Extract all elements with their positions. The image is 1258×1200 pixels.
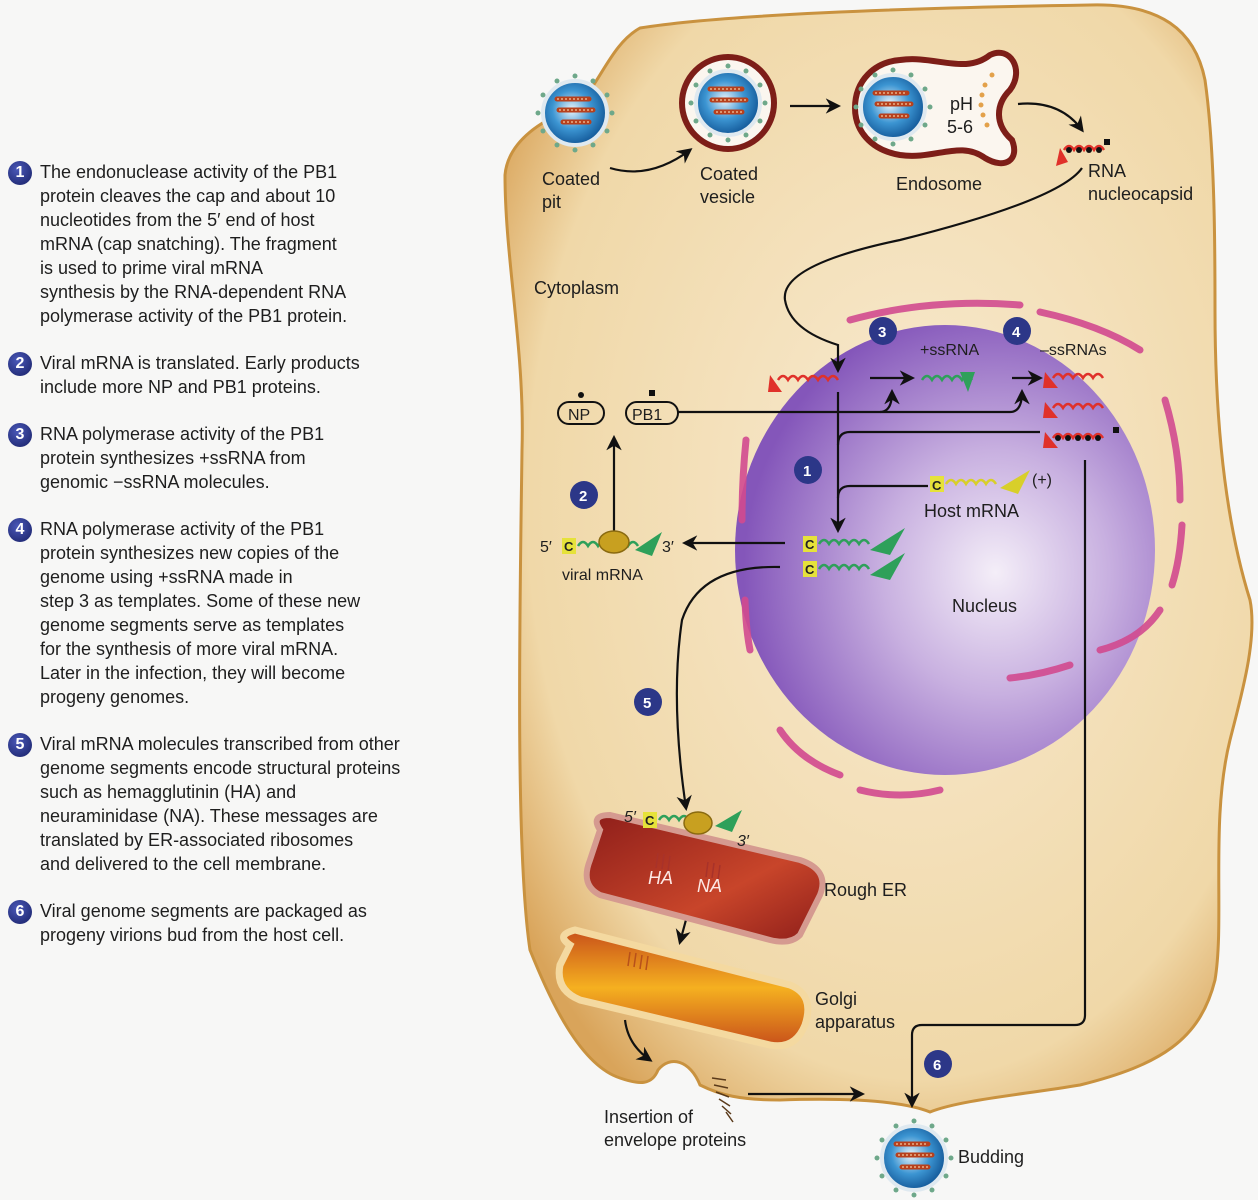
label-rna: RNA: [1088, 161, 1126, 181]
step-description: RNA polymerase activity of the PB1 prote…: [40, 519, 361, 707]
step-item: 1 The endonuclease activity of the PB1 pr…: [6, 160, 476, 328]
pb1-protein: PB1: [625, 390, 679, 425]
rough-er: HA NA: [583, 811, 826, 945]
step-legend: 1 The endonuclease activity of the PB1 pr…: [6, 160, 476, 970]
label-minus-ssrnas: –ssRNAs: [1040, 342, 1107, 359]
diagram-badge-1: 1: [794, 456, 822, 484]
step-description: Viral genome segments are packaged as pr…: [40, 901, 367, 945]
er-bound-mrna: C: [643, 810, 742, 835]
label-five-prime: 5′: [540, 539, 552, 556]
svg-text:5: 5: [643, 695, 651, 712]
step-number-badge: 1: [8, 161, 32, 185]
ribosome-icon: [598, 530, 630, 554]
svg-text:6: 6: [933, 1057, 941, 1074]
svg-text:NP: NP: [568, 407, 590, 424]
svg-text:PB1: PB1: [632, 407, 662, 424]
label-coated-vesicle-1: Coated: [700, 164, 758, 184]
label-er-five-prime: 5′: [624, 809, 637, 826]
svg-text:1: 1: [803, 463, 811, 480]
label-insertion-1: Insertion of: [604, 1107, 694, 1127]
label-viral-mrna: viral mRNA: [562, 567, 643, 584]
nucleus: [735, 325, 1155, 775]
svg-text:2: 2: [579, 488, 587, 505]
step-number-badge: 2: [8, 352, 32, 376]
step-description: The endonuclease activity of the PB1 pro…: [40, 162, 348, 326]
arrow-pit-to-vesicle: [609, 148, 693, 173]
minus-ssrna-template: [768, 374, 840, 392]
label-er-three-prime: 3′: [737, 833, 750, 850]
endosome-icon: [854, 49, 1019, 167]
svg-text:C: C: [645, 813, 655, 828]
label-nucleus: Nucleus: [952, 596, 1017, 616]
svg-text:NA: NA: [697, 876, 722, 896]
step-description: Viral mRNA is translated. Early products…: [40, 353, 360, 397]
arrow-nucleocapsid-to-nucleus: [783, 167, 1083, 374]
label-endosome: Endosome: [896, 174, 982, 194]
label-coated-vesicle-2: vesicle: [700, 187, 755, 207]
svg-text:C: C: [932, 478, 942, 493]
rna-nucleocapsid-icon: [1056, 139, 1110, 166]
label-host-mrna: Host mRNA: [924, 501, 1019, 521]
step-number-badge: 5: [8, 733, 32, 757]
host-mrna: C: [930, 470, 1030, 494]
svg-text:C: C: [564, 539, 574, 554]
step-description: RNA polymerase activity of the PB1 prote…: [40, 424, 325, 492]
svg-text:3: 3: [878, 324, 886, 341]
nuclear-envelope: [738, 299, 1186, 799]
label-plus-ssrna: +ssRNA: [920, 342, 979, 359]
envelope-protein-insertion: [711, 1077, 734, 1123]
label-three-prime: 3′: [662, 539, 674, 556]
diagram-badge-2: 2: [570, 481, 598, 509]
np-protein: NP: [557, 392, 605, 425]
step-item: 3 RNA polymerase activity of the PB1 prot…: [6, 422, 476, 494]
diagram-badge-4: 4: [1003, 317, 1031, 345]
label-insertion-2: envelope proteins: [604, 1130, 746, 1150]
label-rough-er: Rough ER: [824, 880, 907, 900]
line-genome-to-step1: [836, 430, 1040, 446]
step-description: Viral mRNA molecules transcribed from ot…: [40, 734, 401, 874]
step-number-badge: 3: [8, 423, 32, 447]
label-plus-sign: (+): [1032, 472, 1052, 489]
label-golgi-1: Golgi: [815, 989, 857, 1009]
golgi-apparatus: [555, 926, 812, 1050]
step-item: 6 Viral genome segments are packaged as p…: [6, 899, 476, 947]
diagram-badge-6: 6: [924, 1050, 952, 1078]
svg-text:HA: HA: [648, 868, 673, 888]
minus-ssrnas-products: [1043, 372, 1119, 448]
nuclear-viral-mrnas: C C: [803, 528, 905, 580]
label-coated-pit-1: Coated: [542, 169, 600, 189]
budding-virion-icon: [875, 1119, 954, 1198]
label-nucleocapsid: nucleocapsid: [1088, 184, 1193, 204]
svg-text:C: C: [805, 537, 815, 552]
label-ph: pH: [950, 94, 973, 114]
coated-vesicle-icon: [679, 54, 777, 152]
step-number-badge: 4: [8, 518, 32, 542]
arrow-endosome-to-nucleocapsid: [1017, 102, 1084, 133]
arrow-golgi-to-membrane: [623, 1019, 653, 1062]
er-ribosome-icon: [683, 811, 713, 835]
diagram-badge-3: 3: [869, 317, 897, 345]
label-budding: Budding: [958, 1147, 1024, 1167]
label-coated-pit-2: pit: [542, 192, 561, 212]
step-number-badge: 6: [8, 900, 32, 924]
arrow-step5: [675, 565, 781, 812]
cytoplasmic-viral-mrna: C: [562, 530, 662, 556]
label-ph-range: 5-6: [947, 117, 973, 137]
arrow-pb1-to-step4: [880, 388, 1030, 414]
diagram-badge-5: 5: [634, 688, 662, 716]
plus-ssrna-strand: [920, 372, 975, 392]
svg-text:4: 4: [1012, 324, 1021, 341]
svg-text:C: C: [805, 562, 815, 577]
step-item: 5 Viral mRNA molecules transcribed from o…: [6, 732, 476, 876]
step-item: 2 Viral mRNA is translated. Early product…: [6, 351, 476, 399]
label-cytoplasm: Cytoplasm: [534, 278, 619, 298]
step-item: 4 RNA polymerase activity of the PB1 prot…: [6, 517, 476, 709]
arrow-step6: [904, 460, 1087, 1109]
line-host-mrna-to-step1: [836, 484, 928, 499]
label-golgi-2: apparatus: [815, 1012, 895, 1032]
